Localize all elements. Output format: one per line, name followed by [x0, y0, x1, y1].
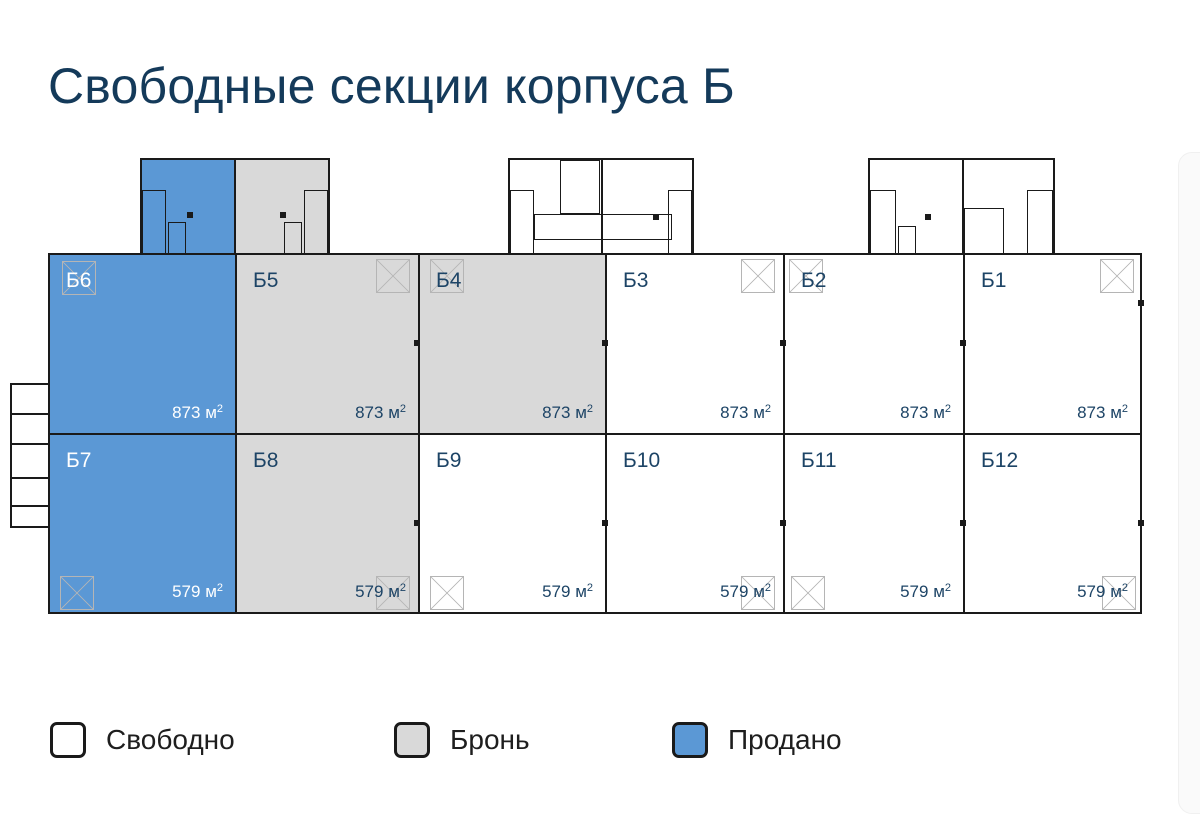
annex-b6-b5: [140, 158, 330, 255]
swatch-reserved-icon: [394, 722, 430, 758]
section-b11[interactable]: Б11 579 м2: [783, 433, 965, 614]
annex-b2-b1: [868, 158, 1055, 255]
shaft-icon: [1100, 259, 1134, 293]
stair-room: [1027, 190, 1053, 255]
section-area: 873 м2: [720, 403, 771, 422]
annex-left: [10, 383, 50, 528]
annex-row-line: [12, 505, 48, 507]
column: [925, 214, 931, 220]
corridor: [534, 214, 672, 240]
legend-label: Свободно: [106, 724, 235, 755]
column: [414, 340, 420, 346]
section-label: Б9: [436, 449, 462, 472]
section-label: Б2: [801, 269, 827, 292]
column: [602, 340, 608, 346]
annex-row-line: [12, 477, 48, 479]
annex-row-line: [12, 413, 48, 415]
legend-label: Продано: [728, 724, 842, 755]
annex-b5-part: [236, 160, 328, 253]
shaft-icon: [789, 259, 823, 293]
shaft-icon: [430, 576, 464, 610]
annex-divider: [870, 160, 964, 253]
lift-room: [898, 226, 916, 255]
shaft-icon: [741, 576, 775, 610]
shaft-icon: [430, 259, 464, 293]
column: [780, 340, 786, 346]
room: [560, 160, 600, 214]
section-area: 579 м2: [900, 582, 951, 601]
section-area: 873 м2: [900, 403, 951, 422]
annex-divider: [510, 160, 603, 253]
column: [602, 520, 608, 526]
section-label: Б1: [981, 269, 1007, 292]
section-b9[interactable]: Б9 579 м2: [418, 433, 607, 614]
floor-plan: Б6 873 м2 Б5 873 м2 Б4 873 м2 Б3 873 м2 …: [10, 158, 1144, 614]
shaft-icon: [376, 576, 410, 610]
section-b12[interactable]: Б12 579 м2: [963, 433, 1142, 614]
section-label: Б3: [623, 269, 649, 292]
section-area: 579 м2: [355, 582, 406, 601]
room: [964, 208, 1004, 255]
section-b2[interactable]: Б2 873 м2: [783, 253, 965, 435]
column: [1138, 300, 1144, 306]
lift-room: [168, 222, 186, 255]
section-area: 579 м2: [720, 582, 771, 601]
shaft-icon: [1102, 576, 1136, 610]
section-label: Б6: [66, 269, 92, 292]
section-label: Б11: [801, 449, 837, 472]
stair-room: [870, 190, 896, 255]
stair-room: [142, 190, 166, 255]
section-b10[interactable]: Б10 579 м2: [605, 433, 785, 614]
column: [187, 212, 193, 218]
shaft-icon: [741, 259, 775, 293]
side-panel-edge: [1178, 152, 1200, 814]
column: [960, 520, 966, 526]
section-b1[interactable]: Б1 873 м2: [963, 253, 1142, 435]
section-area: 873 м2: [355, 403, 406, 422]
lift-room: [284, 222, 302, 255]
column: [653, 214, 659, 220]
column: [780, 520, 786, 526]
shaft-icon: [376, 259, 410, 293]
section-area: 873 м2: [1077, 403, 1128, 422]
section-b6[interactable]: Б6 873 м2: [48, 253, 237, 435]
legend-label: Бронь: [450, 724, 530, 755]
swatch-free-icon: [50, 722, 86, 758]
section-area: 579 м2: [1077, 582, 1128, 601]
section-label: Б7: [66, 449, 92, 472]
section-label: Б10: [623, 449, 661, 472]
shaft-icon: [791, 576, 825, 610]
section-area: 579 м2: [172, 582, 223, 601]
annex-row-line: [12, 443, 48, 445]
swatch-sold-icon: [672, 722, 708, 758]
section-area: 873 м2: [172, 403, 223, 422]
stair-room: [510, 190, 534, 255]
shaft-icon: [62, 261, 96, 295]
shaft-icon: [60, 576, 94, 610]
stair-room: [304, 190, 328, 255]
column: [1138, 520, 1144, 526]
section-label: Б4: [436, 269, 462, 292]
section-b4[interactable]: Б4 873 м2: [418, 253, 607, 435]
legend-item-free: Свободно: [50, 722, 235, 758]
column: [414, 520, 420, 526]
section-b8[interactable]: Б8 579 м2: [235, 433, 420, 614]
page-title: Свободные секции корпуса Б: [48, 57, 736, 114]
section-b3[interactable]: Б3 873 м2: [605, 253, 785, 435]
legend-item-reserved: Бронь: [394, 722, 530, 758]
section-b5[interactable]: Б5 873 м2: [235, 253, 420, 435]
section-b7[interactable]: Б7 579 м2: [48, 433, 237, 614]
section-area: 873 м2: [542, 403, 593, 422]
annex-b6-part: [142, 160, 236, 253]
section-label: Б5: [253, 269, 279, 292]
annex-b4-b3: [508, 158, 694, 255]
column: [280, 212, 286, 218]
legend-item-sold: Продано: [672, 722, 842, 758]
section-label: Б12: [981, 449, 1019, 472]
section-area: 579 м2: [542, 582, 593, 601]
section-label: Б8: [253, 449, 279, 472]
column: [960, 340, 966, 346]
